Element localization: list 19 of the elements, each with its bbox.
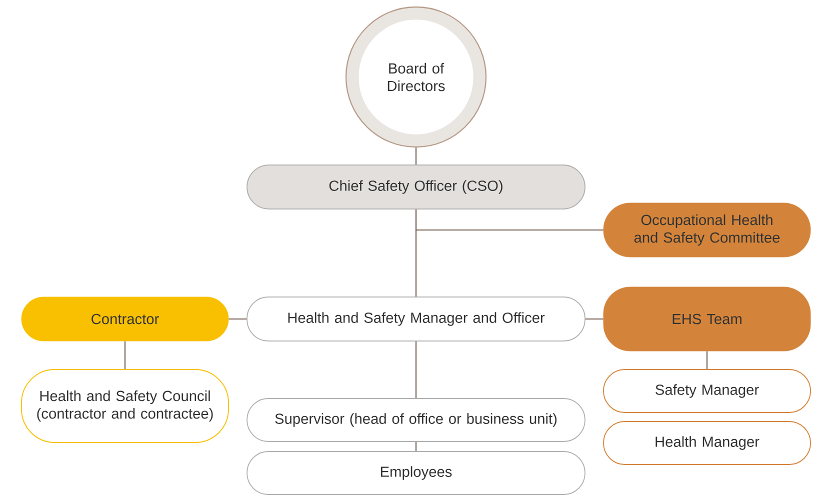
connector-line [124, 341, 126, 370]
connector-line [415, 442, 417, 452]
connector-line [415, 148, 417, 165]
connector-line [706, 351, 708, 370]
circle-node: Board of Directors [345, 6, 487, 148]
connector-line [585, 318, 604, 320]
officer-box: Chief Safety Officer (CSO) [246, 164, 586, 210]
committee-box: Occupational Health and Safety Committee [603, 202, 811, 258]
council-box: Health and Safety Council (contractor and contractee) [21, 369, 229, 443]
connector-line [415, 341, 417, 398]
contractor-box: Contractor [21, 296, 229, 342]
supervisor-box: Supervisor (head of office or business unit) [246, 398, 586, 442]
team-box: EHS Team [603, 286, 811, 352]
manager-box: Health Manager [603, 421, 811, 465]
connector-line [228, 318, 247, 320]
manager-box: Safety Manager [603, 369, 811, 413]
connector-line [415, 209, 604, 231]
employees-box: Employees [246, 451, 586, 495]
manager-box: Health and Safety Manager and Officer [246, 296, 586, 342]
